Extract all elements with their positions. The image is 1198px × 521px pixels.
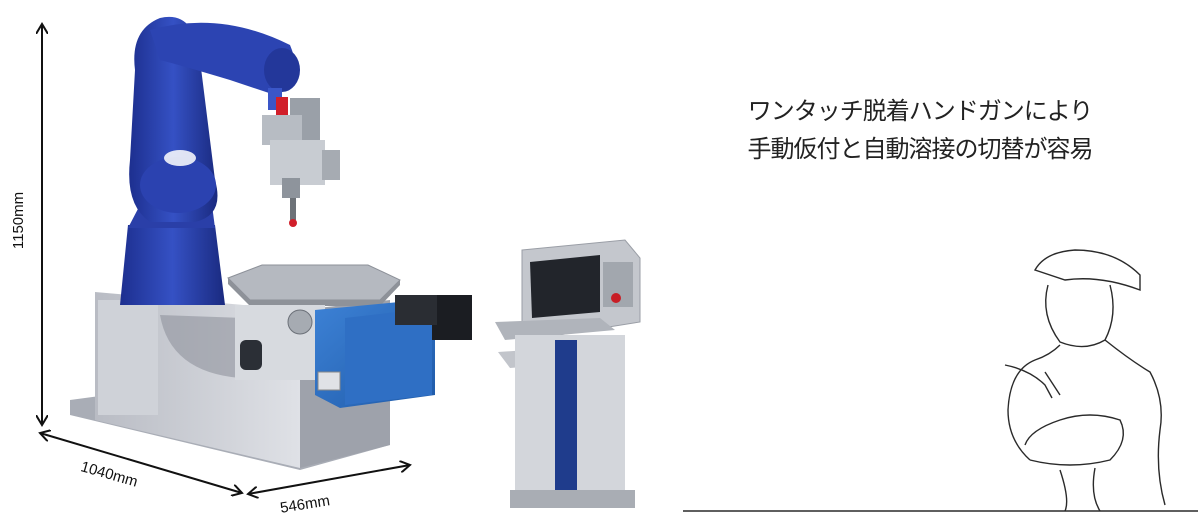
welding-torch	[262, 97, 340, 227]
caption-line-2: 手動仮付と自動溶接の切替が容易	[747, 135, 1094, 163]
robot-arm	[120, 16, 300, 305]
height-dimension-label: 1150mm	[10, 191, 28, 250]
control-console	[495, 239, 641, 508]
caption-line-1: ワンタッチ脱着ハンドガンにより	[747, 97, 1094, 125]
feature-caption: ワンタッチ脱着ハンドガンにより 手動仮付と自動溶接の切替が容易	[690, 92, 1150, 168]
welder-sketch	[683, 249, 1198, 512]
width-dimension-arrow	[248, 465, 410, 494]
depth-dimension-arrow	[40, 433, 242, 493]
positioner	[227, 264, 472, 408]
